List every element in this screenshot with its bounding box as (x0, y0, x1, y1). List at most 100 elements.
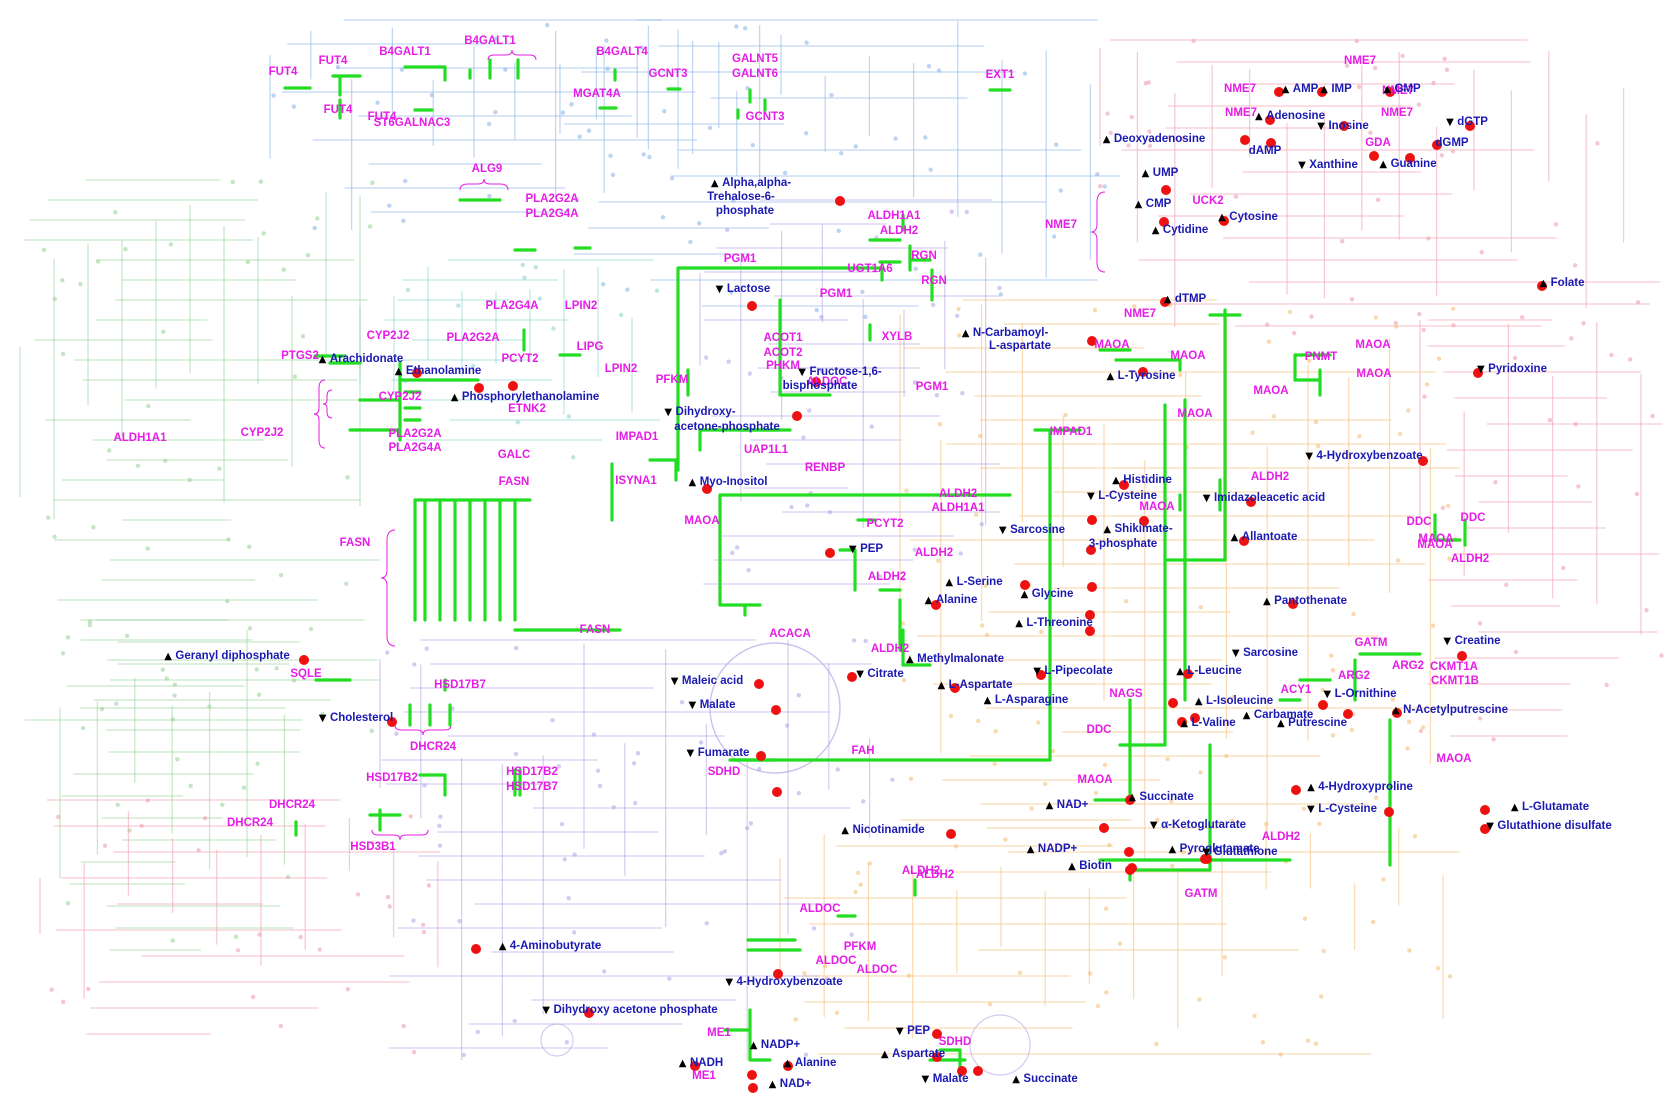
gene-label[interactable]: GCNT3 (746, 111, 785, 123)
gene-label[interactable]: ALDH2 (871, 643, 909, 655)
gene-label[interactable]: FAH (852, 745, 875, 757)
metabolite-label[interactable]: ▼ Pyridoxine (1477, 363, 1547, 375)
metabolite-label[interactable]: ▼ dGTP (1446, 116, 1488, 128)
metabolite-label[interactable]: ▲ Biotin (1068, 860, 1112, 872)
gene-label[interactable]: PGM1 (724, 253, 757, 265)
gene-label[interactable]: ALDH2 (868, 571, 906, 583)
metabolite-label[interactable]: acetone-phosphate (674, 421, 779, 433)
gene-label[interactable]: GALC (498, 449, 531, 461)
gene-label[interactable]: FUT4 (324, 104, 353, 116)
gene-label[interactable]: UGT1A6 (847, 263, 892, 275)
gene-label[interactable]: SQLE (290, 668, 322, 680)
metabolite-label[interactable]: ▼ L-Cysteine (1307, 803, 1377, 815)
metabolite-label[interactable]: bisphosphate (783, 380, 858, 392)
gene-label[interactable]: PLA2G4A (525, 208, 578, 220)
gene-label[interactable]: PCYT2 (501, 353, 538, 365)
metabolite-label[interactable]: ▲ L-Valine (1180, 717, 1235, 729)
metabolite-label[interactable]: ▲ Glycine (1021, 588, 1074, 600)
metabolite-label[interactable]: ▲ NADP+ (1027, 843, 1078, 855)
gene-label[interactable]: NME7 (1381, 107, 1413, 119)
gene-label[interactable]: ARG2 (1392, 660, 1424, 672)
metabolite-label[interactable]: ▲ N-Acetylputrescine (1392, 704, 1508, 716)
gene-label[interactable]: PLA2G2A (388, 428, 441, 440)
metabolite-label[interactable]: ▲ L-Aspartate (937, 679, 1012, 691)
gene-label[interactable]: CYP2J2 (367, 330, 410, 342)
gene-label[interactable]: ACY1 (1281, 684, 1312, 696)
metabolite-label[interactable]: ▲ Succinate (1012, 1073, 1078, 1085)
metabolite-label[interactable]: ▼ Lactose (716, 283, 771, 295)
metabolite-label[interactable]: ▲ Deoxyadenosine (1103, 133, 1206, 145)
gene-label[interactable]: B4GALT1 (464, 35, 516, 47)
metabolite-label[interactable]: ▲ Alanine (925, 594, 978, 606)
metabolite-label[interactable]: ▼ Glutathione (1202, 846, 1277, 858)
metabolite-label[interactable]: ▲ L-Isoleucine (1195, 695, 1273, 707)
metabolite-label[interactable]: ▲ Methylmalonate (906, 653, 1004, 665)
metabolite-label[interactable]: ▲ N-Carbamoyl- (962, 327, 1049, 339)
metabolite-label[interactable]: ▲ L-Serine (945, 576, 1002, 588)
gene-label[interactable]: ACOT2 (764, 347, 803, 359)
metabolite-label[interactable]: ▼ PEP (896, 1025, 931, 1037)
gene-label[interactable]: MAOA (1139, 501, 1174, 513)
gene-label[interactable]: DDC (1087, 724, 1112, 736)
gene-label[interactable]: LPIN2 (605, 363, 638, 375)
gene-label[interactable]: GCNT3 (649, 68, 688, 80)
metabolite-label[interactable]: ▲ Adenosine (1255, 110, 1325, 122)
metabolite-label[interactable]: ▲ GMP (1383, 83, 1421, 95)
metabolite-label[interactable]: ▲ CMP (1135, 198, 1172, 210)
metabolite-label[interactable]: ▲ Alanine (784, 1057, 837, 1069)
metabolite-label[interactable]: ▼ Sarcosine (999, 524, 1065, 536)
gene-label[interactable]: IMPAD1 (616, 431, 659, 443)
metabolite-label[interactable]: ▲ L-Threonine (1015, 617, 1093, 629)
gene-label[interactable]: HSD17B7 (434, 679, 486, 691)
metabolite-label[interactable]: ▼ Fumarate (687, 747, 750, 759)
metabolite-label[interactable]: ▲ Phosphorylethanolamine (451, 391, 600, 403)
metabolite-label[interactable]: ▼ Creatine (1443, 635, 1500, 647)
metabolite-label[interactable]: ▼ Dihydroxy acetone phosphate (542, 1004, 717, 1016)
metabolite-label[interactable]: ▲ NAD+ (1046, 799, 1089, 811)
gene-label[interactable]: ME1 (707, 1027, 731, 1039)
metabolite-label[interactable]: ▲ L-Glutamate (1511, 801, 1589, 813)
gene-label[interactable]: ALDH2 (1251, 471, 1289, 483)
metabolite-label[interactable]: ▼ Glutathione disulfate (1486, 820, 1612, 832)
gene-label[interactable]: ALDH2 (902, 865, 940, 877)
metabolite-label[interactable]: ▼ L-Ornithine (1323, 688, 1396, 700)
metabolite-label[interactable]: ▼ Citrate (856, 668, 904, 680)
gene-label[interactable]: SDHD (939, 1036, 972, 1048)
gene-label[interactable]: DHCR24 (269, 799, 316, 811)
metabolite-label[interactable]: ▲ Cytosine (1218, 211, 1278, 223)
gene-label[interactable]: RGN (921, 275, 947, 287)
gene-label[interactable]: ACACA (769, 628, 811, 640)
gene-label[interactable]: HSD17B7 (506, 781, 558, 793)
metabolite-label[interactable]: 3-phosphate (1089, 538, 1157, 550)
metabolite-label[interactable]: dAMP (1249, 145, 1282, 157)
gene-label[interactable]: LIPG (577, 341, 604, 353)
metabolite-label[interactable]: ▲ Alpha,alpha- (711, 177, 791, 189)
metabolite-label[interactable]: ▲ IMP (1320, 83, 1352, 95)
gene-label[interactable]: ARG2 (1338, 670, 1370, 682)
gene-label[interactable]: FASN (580, 624, 611, 636)
metabolite-label[interactable]: ▲ Shikimate- (1103, 523, 1172, 535)
gene-label[interactable]: ALDOC (857, 964, 898, 976)
metabolite-label[interactable]: ▲ AMP (1282, 83, 1319, 95)
metabolite-label[interactable]: ▲ Nicotinamide (841, 824, 924, 836)
gene-label[interactable]: CKMT1B (1431, 675, 1479, 687)
gene-label[interactable]: UCK2 (1192, 195, 1223, 207)
gene-label[interactable]: RENBP (805, 462, 846, 474)
metabolite-label[interactable]: ▲ NAD+ (769, 1078, 812, 1090)
gene-label[interactable]: SDHD (708, 766, 741, 778)
metabolite-label[interactable]: ▲ dTMP (1164, 293, 1207, 305)
gene-label[interactable]: NME7 (1224, 83, 1256, 95)
gene-label[interactable]: PNMT (1305, 351, 1338, 363)
gene-label[interactable]: MAOA (1417, 539, 1452, 551)
gene-label[interactable]: PLA2G2A (525, 193, 578, 205)
gene-label[interactable]: MAOA (1253, 385, 1288, 397)
gene-label[interactable]: ISYNA1 (615, 475, 657, 487)
metabolite-label[interactable]: ▼ L-Cysteine (1087, 490, 1157, 502)
metabolite-label[interactable]: ▼ PEP (849, 543, 884, 555)
gene-label[interactable]: MAOA (1177, 408, 1212, 420)
gene-label[interactable]: DHCR24 (227, 817, 274, 829)
gene-label[interactable]: DHCR24 (410, 741, 457, 753)
gene-label[interactable]: FASN (499, 476, 530, 488)
gene-label[interactable]: FASN (340, 537, 371, 549)
metabolite-label[interactable]: ▼ Sarcosine (1232, 647, 1298, 659)
